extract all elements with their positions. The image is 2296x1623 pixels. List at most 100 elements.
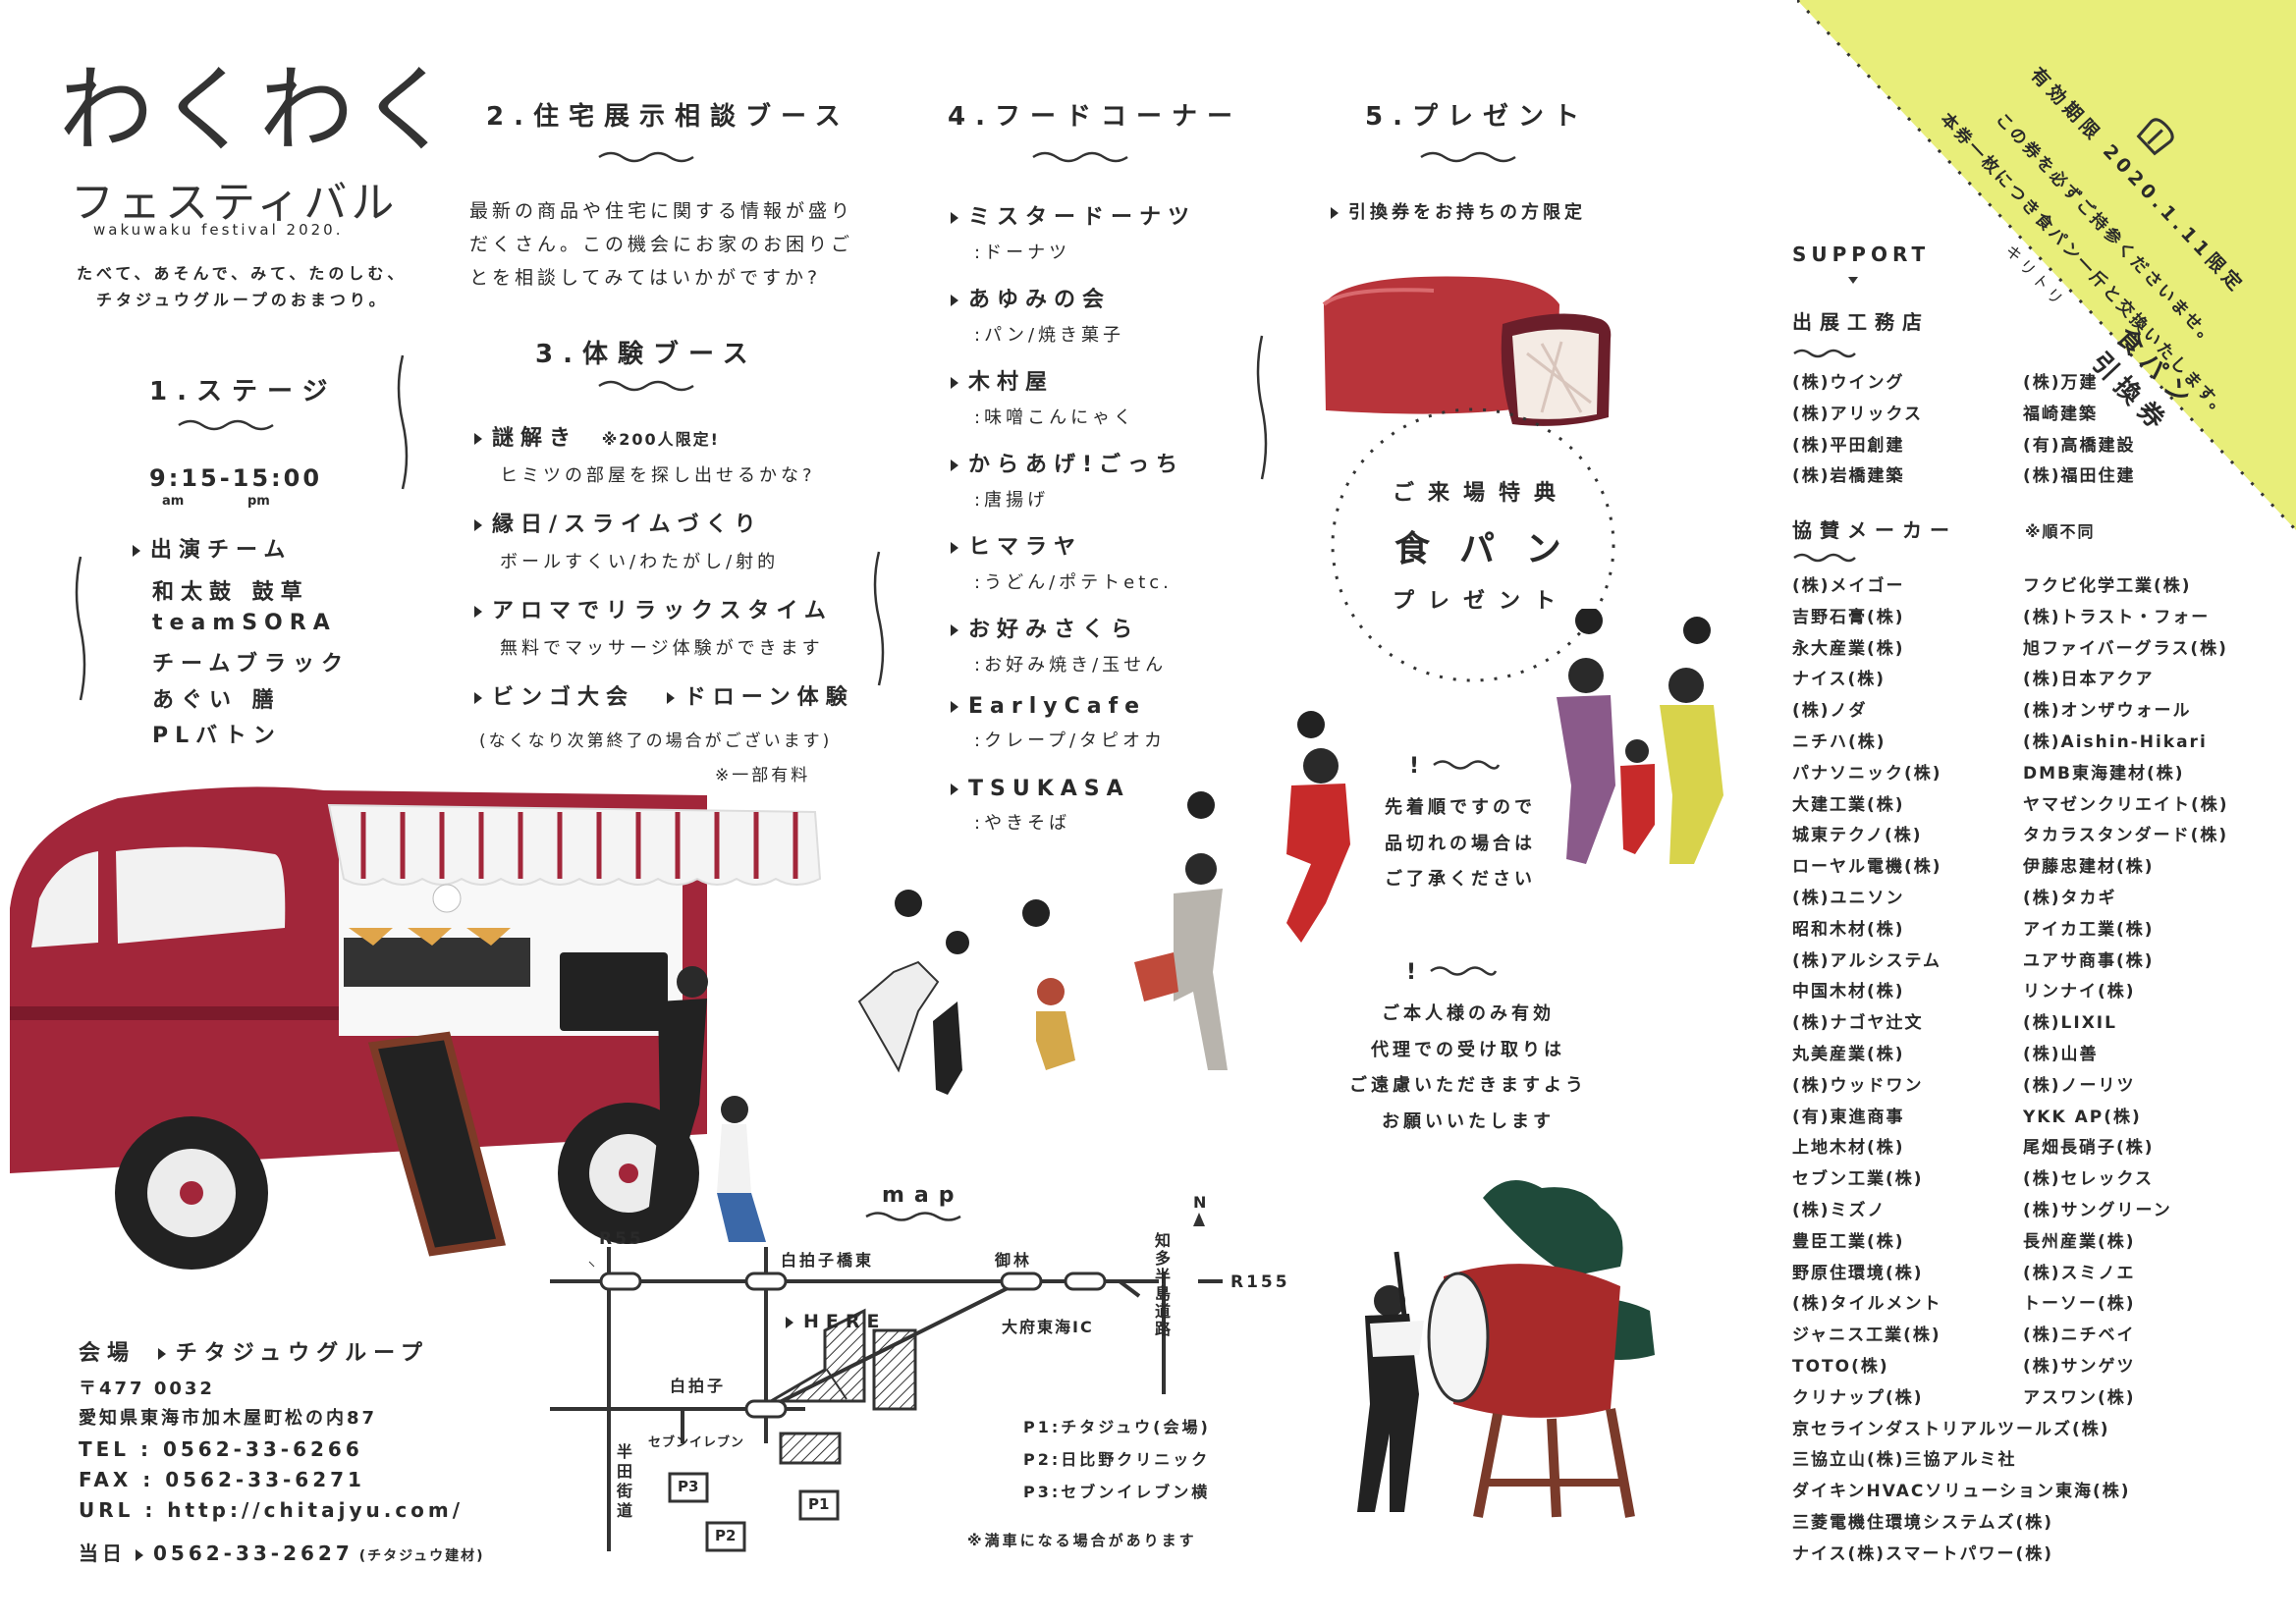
note-line: ご了承ください bbox=[1385, 869, 1536, 890]
maker-item: (株)ノーリツ bbox=[2023, 1075, 2136, 1096]
stage-team: チームブラック bbox=[152, 652, 351, 676]
experience-item: アロマでリラックスタイム bbox=[474, 593, 867, 624]
note-line: お願いいたします bbox=[1382, 1110, 1555, 1132]
present-circle-dots bbox=[1331, 407, 1615, 682]
triangle-icon bbox=[666, 692, 675, 704]
experience-item: ビンゴ大会 ドローン体験 bbox=[474, 679, 867, 711]
makers-title: 協賛メーカー bbox=[1792, 518, 1957, 542]
maker-item: ジャニス工業(株) bbox=[1792, 1325, 1941, 1346]
map-r55: R55 bbox=[599, 1229, 644, 1249]
maker-item: (株)アルシステム bbox=[1792, 950, 1942, 971]
map-legend-item: P2:日比野クリニック bbox=[1023, 1450, 1211, 1469]
triangle-icon bbox=[951, 784, 958, 795]
builders-right: (株)万建 福崎建築 (有)高橋建設 (株)福田住建 bbox=[2023, 368, 2136, 493]
note1-wave bbox=[1433, 760, 1501, 770]
venue-url: URL : http://chitajyu.com/ bbox=[79, 1498, 465, 1522]
present-circle-2: 食パン bbox=[1394, 529, 1591, 569]
present-wave bbox=[1420, 151, 1516, 163]
present-note-1: 先着順ですので 品切れの場合は ご了承ください bbox=[1385, 793, 1536, 901]
maker-item: (株)サングリーン bbox=[2023, 1200, 2172, 1220]
tagline-1: たべて、あそんで、みて、たのしむ、 bbox=[77, 264, 408, 283]
note-line: ご本人様のみ有効 bbox=[1382, 1003, 1555, 1024]
map-north-arrow bbox=[1193, 1213, 1205, 1226]
title-sub: フェスティバル bbox=[71, 178, 399, 228]
map-shirako-east: 白拍子橋東 bbox=[781, 1251, 875, 1270]
food-title: 4.フードコーナー bbox=[948, 102, 1242, 132]
map-gorin: 御林 bbox=[995, 1251, 1033, 1270]
maker-item: ヤマゼンクリエイト(株) bbox=[2023, 794, 2229, 815]
support-title: SUPPORT bbox=[1792, 243, 1931, 266]
maker-item-wide: 京セラインダストリアルツールズ(株) bbox=[1792, 1419, 2110, 1439]
map-p1: P1 bbox=[808, 1495, 830, 1513]
maker-item: TOTO(株) bbox=[1792, 1356, 1889, 1377]
maker-item: 旭ファイバーグラス(株) bbox=[2023, 638, 2228, 659]
stage-team: PLバトン bbox=[152, 724, 282, 748]
map-p3: P3 bbox=[678, 1478, 699, 1495]
triangle-icon bbox=[474, 606, 482, 618]
triangle-icon bbox=[474, 519, 482, 531]
maker-item: 吉野石膏(株) bbox=[1792, 607, 1905, 627]
bread-illustration bbox=[1322, 276, 1612, 426]
maker-item: 伊藤忠建材(株) bbox=[2023, 857, 2155, 878]
maker-item: 上地木材(株) bbox=[1792, 1138, 1905, 1159]
note-line: 先着順ですので bbox=[1385, 797, 1536, 818]
maker-item: 豊臣工業(株) bbox=[1792, 1231, 1905, 1252]
triangle-icon bbox=[136, 1548, 143, 1561]
housing-line: とを相談してみてはいかがですか? bbox=[469, 267, 822, 289]
exclaim-wave-2: ! bbox=[1406, 960, 1417, 985]
stage-teams-label: 出演チーム bbox=[133, 532, 292, 564]
experience-bracket bbox=[873, 551, 885, 686]
map-title-wave bbox=[865, 1212, 961, 1221]
note-line: 代理での受け取りは bbox=[1371, 1039, 1565, 1060]
title-en: wakuwaku festival 2020. bbox=[93, 221, 344, 239]
builders-wave bbox=[1793, 349, 1856, 358]
makers-note: ※順不同 bbox=[2025, 522, 2096, 541]
maker-item: (株)ウッドワン bbox=[1792, 1075, 1924, 1096]
stage-am: am bbox=[162, 494, 185, 509]
present-circle-1: ご来場特典 bbox=[1393, 481, 1570, 506]
stage-team-list: 和太鼓 鼓草 teamSORA チームブラック あぐい 膳 PLバトン bbox=[152, 574, 350, 754]
triangle-icon bbox=[951, 460, 958, 471]
makers-left: (株)メイゴー 吉野石膏(株) 永大産業(株) ナイス(株) (株)ノダ ニチハ… bbox=[1792, 571, 2131, 1571]
title-main: わくわく bbox=[59, 55, 460, 165]
stage-wave bbox=[178, 419, 274, 431]
map-title: map bbox=[882, 1183, 964, 1208]
maker-item: (株)ユニソン bbox=[1792, 888, 1905, 908]
maker-item: (株)Aishin-Hikari bbox=[2023, 731, 2208, 752]
maker-item: 丸美産業(株) bbox=[1792, 1044, 1905, 1064]
housing-description: 最新の商品や住宅に関する情報が盛り だくさん。この機会にお家のお困りご とを相談… bbox=[469, 194, 853, 295]
venue-tel: TEL : 0562-33-6266 bbox=[79, 1437, 363, 1461]
maker-item: セブン工業(株) bbox=[1792, 1169, 1924, 1190]
triangle-icon bbox=[474, 433, 482, 445]
experience-item: 縁日/スライムづくり bbox=[474, 507, 867, 538]
support-title-arrow bbox=[1848, 277, 1858, 284]
food-item: からあげ!ごっち:唐揚げ bbox=[951, 447, 1196, 529]
makers-wave bbox=[1793, 553, 1856, 563]
map-r155: R155 bbox=[1230, 1272, 1290, 1292]
builder-item: (株)アリックス bbox=[1792, 404, 1924, 424]
food-item: 木村屋:味噌こんにゃく bbox=[951, 364, 1196, 447]
maker-item: パナソニック(株) bbox=[1792, 763, 1942, 784]
builder-item: (株)岩橋建築 bbox=[1792, 466, 1905, 487]
maker-item: ローヤル電機(株) bbox=[1792, 857, 1942, 878]
stage-team: teamSORA bbox=[152, 610, 337, 635]
maker-item: (株)スミノエ bbox=[2023, 1263, 2136, 1283]
maker-item: (株)日本アクア bbox=[2023, 670, 2155, 690]
triangle-icon bbox=[951, 295, 958, 306]
experience-sub: ヒミツの部屋を探し出せるかな? bbox=[500, 465, 816, 486]
maker-item: (株)タカギ bbox=[2023, 888, 2117, 908]
venue-label-row: 会場 チタジュウグループ bbox=[79, 1341, 429, 1366]
map-lines bbox=[550, 1247, 1223, 1552]
map-legend-item: P1:チタジュウ(会場) bbox=[1023, 1418, 1211, 1436]
builder-item: (株)万建 bbox=[2023, 373, 2099, 393]
maker-item: 城東テクノ(株) bbox=[1792, 826, 1923, 846]
maker-item-wide: ダイキンHVACソリューション東海(株) bbox=[1792, 1482, 2131, 1502]
maker-item: タカラスタンダード(株) bbox=[2023, 826, 2229, 846]
experience-wave bbox=[598, 380, 694, 392]
teams-bracket bbox=[75, 556, 86, 701]
food-item: TSUKASA:やきそば bbox=[951, 777, 1196, 859]
food-item: EarlyCafe:クレープ/タピオカ bbox=[951, 694, 1196, 777]
map-p2: P2 bbox=[715, 1527, 737, 1544]
maker-item: (株)ミズノ bbox=[1792, 1200, 1886, 1220]
taiko-drum-illustration bbox=[1357, 1180, 1655, 1518]
